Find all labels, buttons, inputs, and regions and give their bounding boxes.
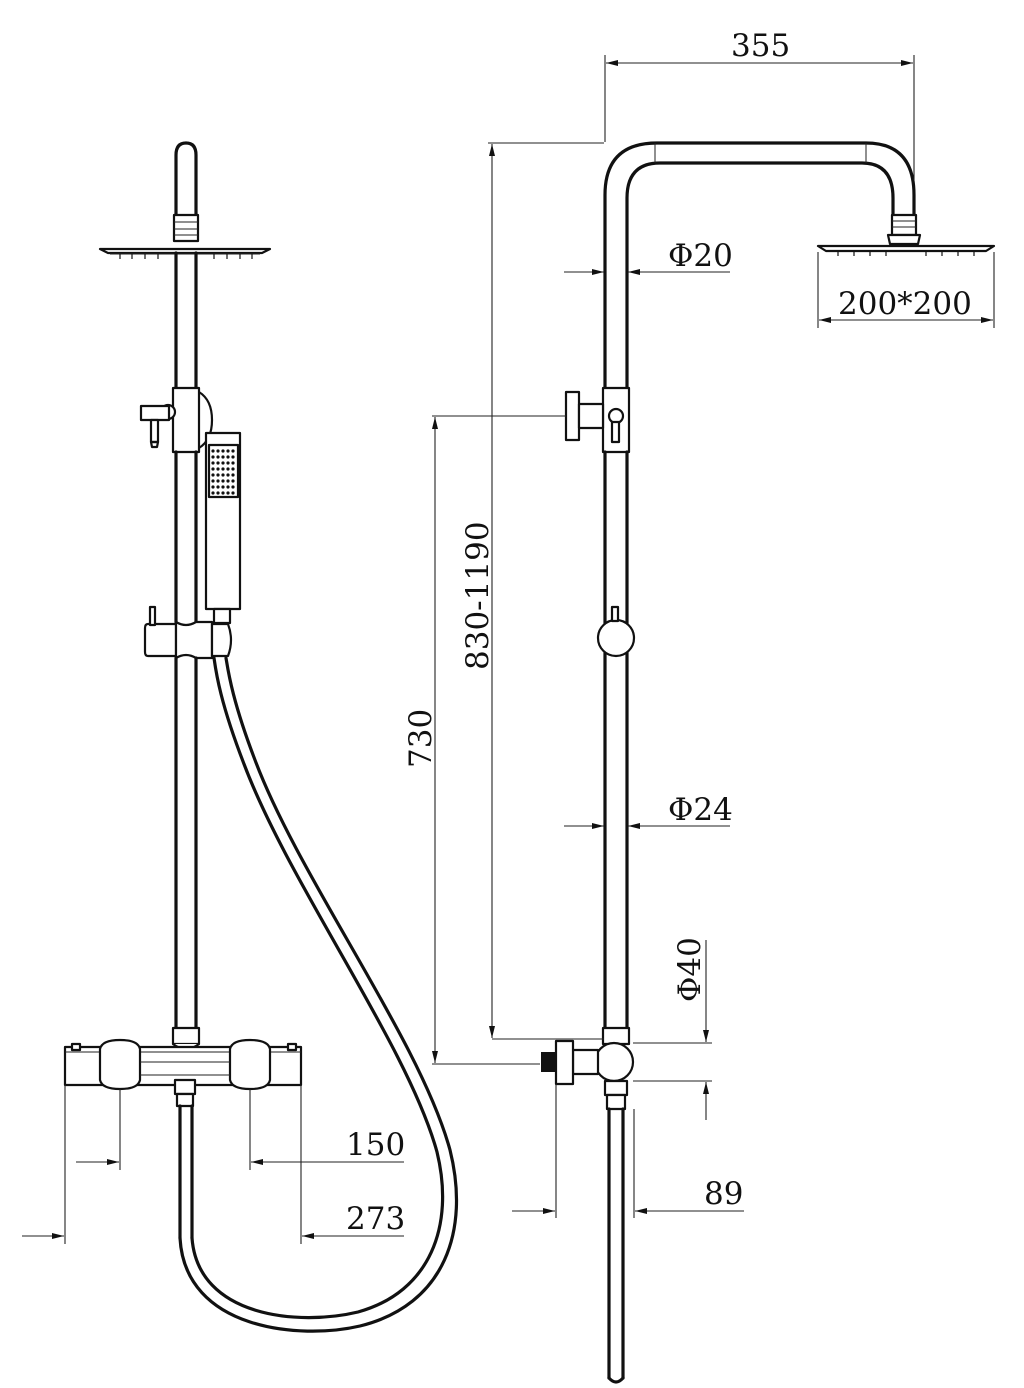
shower-arm-side: [603, 141, 916, 390]
dim-mixer-width: 273: [22, 1085, 405, 1244]
dim-mixer-height: 730: [403, 415, 566, 1065]
dim-overall-width: 355: [604, 28, 915, 180]
dim-overall-width-label: 355: [731, 28, 790, 64]
diverter-side: [564, 386, 631, 454]
diverter-lever-front: [139, 403, 177, 449]
hose-front: [178, 656, 459, 1333]
shower-head-front: [98, 247, 272, 259]
dim-wall-offset-label: 89: [704, 1176, 743, 1212]
dim-height-range-label: 830-1190: [460, 521, 496, 670]
arm-connector: [172, 213, 200, 243]
dim-inlet-centers-label: 150: [346, 1127, 405, 1163]
dim-wall-offset: 89: [512, 1084, 744, 1218]
head-connector-side: [890, 213, 918, 237]
shower-head-side: [816, 244, 996, 256]
dim-riser-diameter: Φ24: [564, 792, 733, 829]
dim-head-size: 200*200: [817, 252, 995, 328]
top-cap: [174, 141, 198, 217]
dim-mixer-width-label: 273: [346, 1201, 405, 1237]
dim-height-range: 830-1190: [460, 142, 604, 1040]
dim-riser-diameter-label: Φ24: [668, 792, 733, 828]
front-view: 150 273: [22, 141, 459, 1333]
valve-side: [541, 1026, 635, 1111]
thermostatic-mixer-front: [63, 1038, 303, 1108]
dim-valve-diameter-label: Φ40: [672, 937, 708, 1002]
dim-arm-diameter-label: Φ20: [668, 238, 733, 274]
dim-head-size-label: 200*200: [838, 286, 972, 322]
slider-knob-side: [596, 605, 636, 658]
side-view: 355 Φ20 200*200 830-1190: [403, 28, 996, 1384]
diverter-block: [171, 386, 201, 454]
dim-arm-diameter: Φ20: [564, 238, 733, 275]
dim-valve-diameter: Φ40: [633, 937, 712, 1120]
slide-holder-front: [143, 605, 233, 660]
dim-mixer-height-label: 730: [403, 709, 439, 768]
dim-inlet-centers: 150: [76, 1089, 405, 1170]
hand-shower-front: [204, 431, 242, 625]
